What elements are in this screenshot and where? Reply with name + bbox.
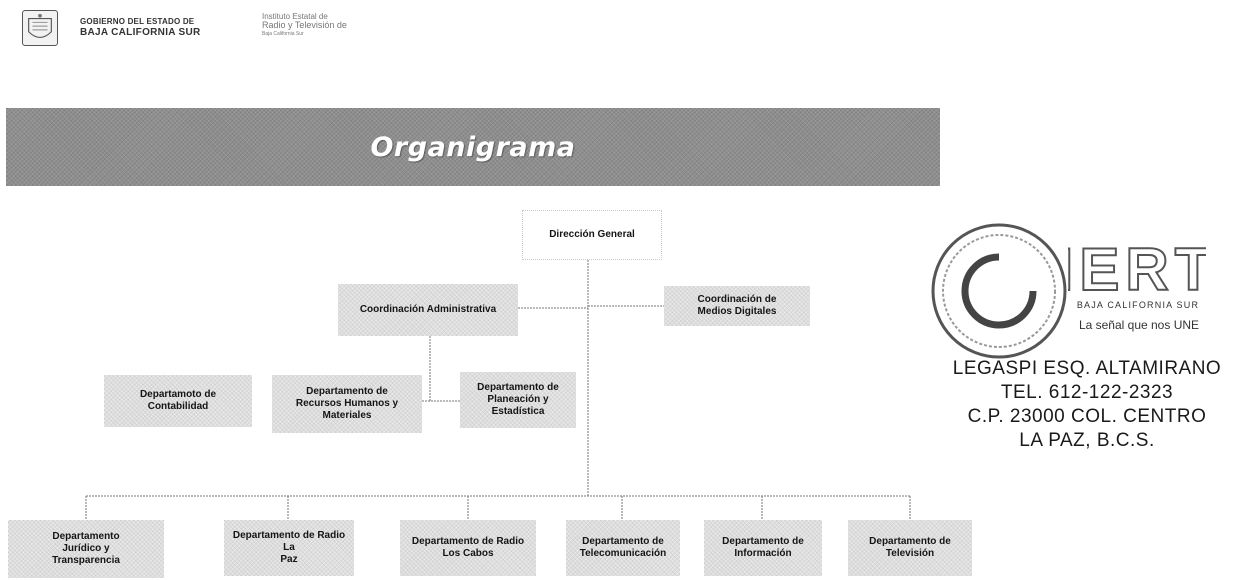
iert-brand: IERT [1068, 236, 1206, 298]
government-seal-logo [22, 10, 58, 46]
government-line-2: BAJA CALIFORNIA SUR [80, 27, 201, 38]
node-label: Departamento de Radio La Paz [232, 530, 346, 565]
node-direccion-general: Dirección General [522, 210, 662, 260]
node-departamento-recursos-humanos: Departamento de Recursos Humanos y Mater… [272, 375, 422, 433]
institute-name: Instituto Estatal de Radio y Televisión … [262, 12, 422, 39]
node-departamento-planeacion: Departamento de Planeación y Estadística [460, 372, 576, 428]
node-label: Departamoto de Contabilidad [139, 389, 217, 412]
node-label: Departamento de Televisión [869, 536, 951, 559]
node-departamento-contabilidad: Departamoto de Contabilidad [104, 375, 252, 427]
iert-slogan: La señal que nos UNE [1078, 318, 1200, 332]
address-line-1: LEGASPI ESQ. ALTAMIRANO [952, 358, 1222, 379]
iert-subtitle: BAJA CALIFORNIA SUR [1076, 300, 1200, 310]
iert-ring-logo [931, 223, 1067, 359]
page-title: Organigrama [370, 131, 576, 163]
node-coordinacion-administrativa: Coordinación Administrativa [338, 284, 518, 336]
iert-wordmark-logo: IERT [1068, 236, 1206, 298]
node-departamento-radio-los-cabos: Departamento de Radio Los Cabos [400, 520, 536, 576]
institute-line-1: Instituto Estatal de [262, 12, 328, 21]
institute-line-2: Radio y Televisión de [262, 20, 347, 30]
node-departamento-informacion: Departamento de Información [704, 520, 822, 576]
node-label: Departamento de Telecomunicación [579, 536, 667, 559]
node-label: Departamento Jurídico y Transparencia [52, 531, 120, 566]
node-label: Departamento de Radio Los Cabos [411, 536, 525, 559]
address-line-2: TEL. 612-122-2323 [1000, 382, 1174, 403]
node-label: Coordinación de Medios Digitales [697, 294, 777, 317]
institute-line-3: Baja California Sur [262, 31, 304, 37]
node-departamento-radio-la-paz: Departamento de Radio La Paz [224, 520, 354, 576]
node-departamento-telecomunicacion: Departamento de Telecomunicación [566, 520, 680, 576]
node-departamento-juridico: Departamento Jurídico y Transparencia [8, 520, 164, 578]
address-line-4: LA PAZ, B.C.S. [1019, 430, 1155, 451]
government-line-1: GOBIERNO DEL ESTADO DE [80, 17, 195, 26]
node-label: Coordinación Administrativa [359, 304, 497, 315]
address-line-3: C.P. 23000 COL. CENTRO [967, 406, 1207, 427]
node-departamento-television: Departamento de Televisión [848, 520, 972, 576]
node-label: Departamento de Recursos Humanos y Mater… [295, 386, 399, 421]
node-coordinacion-medios-digitales: Coordinación de Medios Digitales [664, 286, 810, 326]
title-banner: Organigrama [6, 108, 940, 186]
node-label: Departamento de Información [722, 536, 804, 559]
node-label: Dirección General [549, 229, 635, 240]
government-name: GOBIERNO DEL ESTADO DE BAJA CALIFORNIA S… [80, 16, 240, 38]
node-label: Departamento de Planeación y Estadística [477, 382, 559, 417]
